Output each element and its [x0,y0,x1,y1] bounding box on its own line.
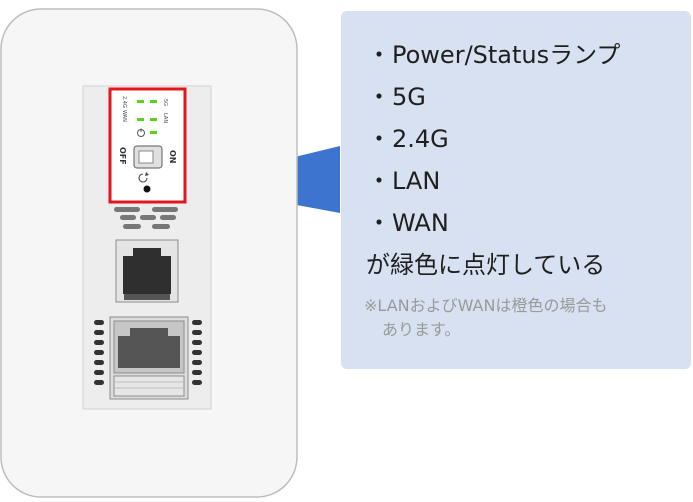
bullet: ・ [367,41,391,69]
note-text: ※LANおよびWANは橙色の場合も あります。 [364,294,684,342]
side-vent [192,360,202,365]
lan-label: LAN [162,113,168,123]
vent-slot [160,215,176,220]
side-vent [94,360,104,365]
side-vent [94,320,104,325]
power-switch-knob [138,150,154,164]
side-vent [192,320,202,325]
bullet: ・ [367,167,391,195]
bullet: ・ [367,125,391,153]
side-vent [94,370,104,375]
vent-slot [140,215,156,220]
led-24g [137,100,144,103]
vent-slot [114,207,140,212]
5g-label: 5G [162,99,168,106]
list-item: ・Power/Statusランプ [366,34,620,76]
bullet: ・ [367,83,391,111]
wan-label: WAN [121,110,127,122]
side-vent [192,340,202,345]
lamp-label: LAN [392,167,441,195]
phone-port-base [124,294,170,300]
vent-slot [152,207,178,212]
list-item: ・2.4G [366,118,620,160]
side-vent [192,350,202,355]
led-power [150,131,157,134]
lamp-label: 2.4G [392,125,449,153]
vent-slot [152,224,170,229]
callout-panel [341,11,691,369]
side-vent [94,350,104,355]
side-vent [94,380,104,385]
vent-slot [120,215,136,220]
list-item: ・WAN [366,202,620,244]
list-item: ・5G [366,76,620,118]
bullet: ・ [367,209,391,237]
lamp-label: Power/Statusランプ [392,41,621,69]
reset-button[interactable] [143,185,151,193]
reset-icon [138,173,148,183]
led-5g [150,100,157,103]
note-line-2: あります。 [382,320,461,339]
side-vent [94,330,104,335]
phone-port[interactable] [123,248,171,294]
on-label: ON [168,150,177,164]
led-lan [150,118,157,121]
side-vent [192,370,202,375]
24g-label: 2.4G [121,96,127,108]
lamp-label: WAN [392,209,449,237]
side-vent [94,340,104,345]
side-vent [192,330,202,335]
summary-text: が緑色に点灯している [366,251,606,279]
lan-port[interactable] [118,328,180,368]
lamp-label: 5G [392,83,426,111]
led-wan [137,118,144,121]
off-label: OFF [118,147,127,165]
vent-slot [123,224,141,229]
note-line-1: ※LANおよびWANは橙色の場合も [364,296,608,315]
list-item: ・LAN [366,160,620,202]
side-vent [192,380,202,385]
lamp-list: ・Power/Statusランプ ・5G ・2.4G ・LAN ・WAN [366,34,620,244]
